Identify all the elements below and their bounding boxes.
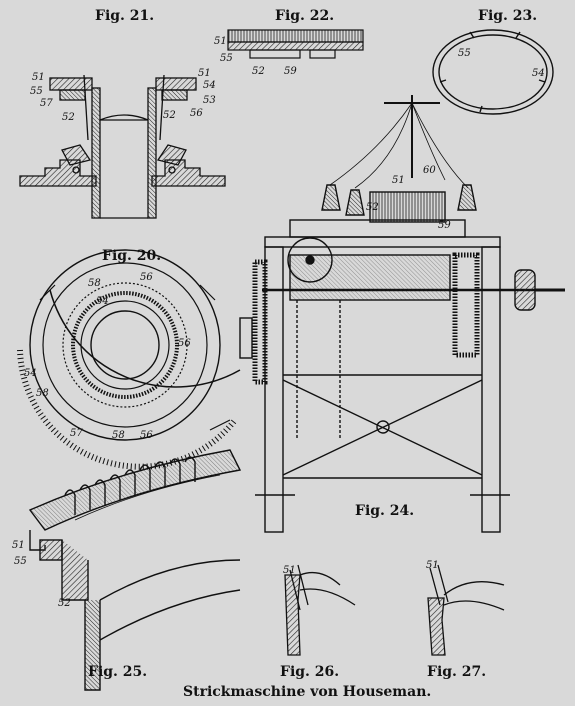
fig20-label: 56 [140,430,153,441]
fig23-label: 54 [532,68,545,79]
fig20-label: 54 [96,296,109,307]
fig20-label: 56 [140,272,153,283]
fig21-drawing [19,74,226,219]
fig20-label: 58 [36,388,49,399]
fig20-label: 54 [24,368,37,379]
fig20-caption: Fig. 20. [102,248,162,264]
fig24-label: 59 [438,220,451,231]
fig22-drawing [227,29,364,59]
fig26-label: 51 [283,565,296,576]
fig21-label: 57 [40,98,53,109]
fig21-label: 52 [163,110,176,121]
fig22-caption: Fig. 22. [275,8,335,24]
fig20-label: 58 [112,430,125,441]
fig23-drawing [432,29,554,115]
fig25-caption: Fig. 25. [88,664,148,680]
fig27-caption: Fig. 27. [427,664,487,680]
fig25-label: 52 [58,598,71,609]
fig26-caption: Fig. 26. [280,664,340,680]
fig22-label: 52 [252,66,265,77]
fig23-label: 55 [458,48,471,59]
fig27-label: 51 [426,560,439,571]
fig24-label: 60 [423,165,436,176]
fig24-label: 51 [392,175,405,186]
fig24-caption: Fig. 24. [355,503,415,519]
fig22-label: 51 [214,36,227,47]
fig24-label: 52 [366,202,379,213]
fig21-label: 53 [203,95,216,106]
plate-title: Strickmaschine von Houseman. [183,684,432,700]
fig25-label: 51 [12,540,25,551]
fig22-label: 55 [220,53,233,64]
fig25-drawing [28,449,242,691]
fig21-label: 52 [62,112,75,123]
fig20-label: 57 [70,428,83,439]
fig21-label: 56 [190,108,203,119]
fig23-caption: Fig. 23. [478,8,538,24]
fig20-drawing [17,249,241,470]
fig27-drawing [427,564,505,656]
fig21-caption: Fig. 21. [95,8,155,24]
fig26-drawing [284,564,356,656]
fig21-label: 51 [198,68,211,79]
fig22-label: 59 [284,66,297,77]
fig20-label: 56 [178,338,191,349]
fig21-label: 51 [32,72,45,83]
fig21-label: 54 [203,80,216,91]
fig20-label: 58 [88,278,101,289]
fig21-label: 55 [30,86,43,97]
fig25-label: 55 [14,556,27,567]
fig24-drawing [239,95,565,533]
